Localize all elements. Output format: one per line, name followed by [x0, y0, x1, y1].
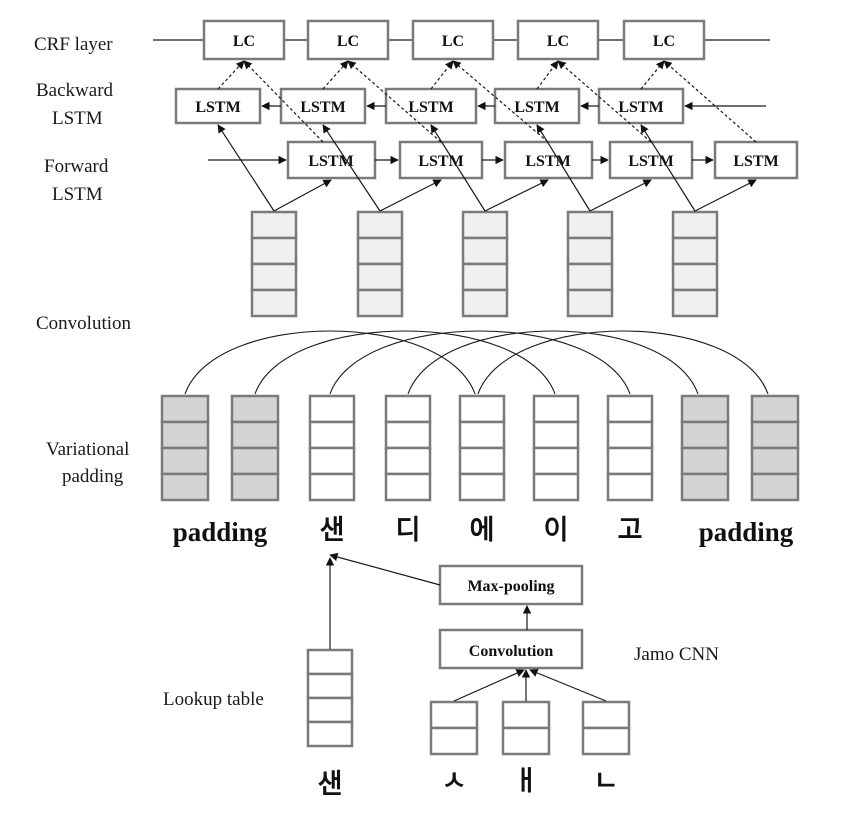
convolution-output-columns: [250, 210, 719, 318]
backward-lstm-label-line2: LSTM: [52, 108, 103, 129]
conv-output-column: [671, 210, 719, 318]
backward-lstm-node: LSTM: [279, 87, 367, 125]
char-column: [606, 394, 654, 502]
forward-lstm-node: LSTM: [713, 140, 799, 180]
forward-lstm-node-label: LSTM: [418, 153, 463, 170]
variational-padding-label-line2: padding: [62, 466, 124, 487]
char-column: [384, 394, 432, 502]
token-row: padding 샌 디 에 이 고 padding: [173, 515, 794, 547]
backward-lstm-node: LSTM: [597, 87, 685, 125]
lookup-embedding-column: [306, 648, 354, 748]
token-char: 고: [618, 515, 643, 546]
token-char: 디: [396, 515, 421, 546]
crf-node: LC: [411, 19, 495, 61]
crf-node-label: LC: [653, 33, 675, 50]
backward-lstm-node: LSTM: [384, 87, 478, 125]
crf-node-label: LC: [233, 33, 255, 50]
jamo-char: ㅅ: [442, 766, 467, 797]
lstm-to-crf-connections: [217, 60, 757, 143]
lookup-char: 샌: [318, 769, 343, 800]
jamo-convolution-box: Convolution: [438, 628, 584, 670]
pool-to-token-arrow: [329, 552, 441, 586]
crf-node: LC: [306, 19, 390, 61]
crf-node-label: LC: [547, 33, 569, 50]
crf-layer-label: CRF layer: [34, 34, 113, 55]
forward-lstm-node: LSTM: [503, 140, 594, 180]
backward-lstm-node: LSTM: [174, 87, 262, 125]
padding-column: [750, 394, 800, 502]
padding-column: [230, 394, 280, 502]
jamo-convolution-label: Convolution: [469, 643, 554, 660]
backward-lstm-node: LSTM: [493, 87, 581, 125]
jamo-cnn: Max-pooling Convolution ㅅ ㅐ ㄴ: [329, 552, 631, 797]
jamo-embedding-column: [501, 700, 551, 756]
forward-lstm-node-label: LSTM: [308, 153, 353, 170]
padding-column: [680, 394, 730, 502]
lookup-table: 샌: [306, 557, 354, 800]
backward-lstm-node-label: LSTM: [618, 99, 663, 116]
conv-output-column: [566, 210, 614, 318]
convolution-label: Convolution: [36, 313, 132, 334]
jamo-to-conv-arrow: [453, 669, 525, 702]
convolution-arcs: [184, 330, 769, 395]
token-padding-left: padding: [173, 517, 268, 547]
token-char: 에: [470, 515, 495, 546]
backward-lstm-node-label: LSTM: [195, 99, 240, 116]
crf-node: LC: [516, 19, 600, 61]
jamo-cnn-label: Jamo CNN: [634, 644, 719, 665]
crf-node-label: LC: [442, 33, 464, 50]
conv-output-column: [250, 210, 298, 318]
token-char: 이: [544, 515, 569, 546]
padding-column: [160, 394, 210, 502]
forward-lstm-node: LSTM: [398, 140, 484, 180]
forward-lstm-node-label: LSTM: [733, 153, 778, 170]
crf-node: LC: [202, 19, 286, 61]
forward-lstm-node-label: LSTM: [525, 153, 570, 170]
crf-node-label: LC: [337, 33, 359, 50]
crf-node: LC: [622, 19, 706, 61]
max-pooling-label: Max-pooling: [467, 578, 554, 595]
max-pooling-box: Max-pooling: [438, 564, 584, 606]
jamo-char: ㄴ: [594, 766, 619, 797]
lookup-table-label: Lookup table: [163, 689, 264, 710]
char-column: [458, 394, 506, 502]
forward-lstm-node-label: LSTM: [628, 153, 673, 170]
conv-output-column: [461, 210, 509, 318]
backward-lstm-layer: LSTM LSTM LSTM LSTM LSTM: [174, 87, 766, 125]
forward-lstm-label-line2: LSTM: [52, 184, 103, 205]
jamo-to-conv-arrow: [529, 668, 607, 702]
variational-padding-columns: [160, 394, 800, 502]
conv-to-lstm-connections: [217, 124, 757, 212]
variational-padding-label-line1: Variational: [46, 439, 129, 460]
jamo-embedding-column: [581, 700, 631, 756]
jamo-char: ㅐ: [514, 766, 539, 797]
forward-lstm-node: LSTM: [286, 140, 377, 180]
backward-lstm-node-label: LSTM: [408, 99, 453, 116]
forward-lstm-label-line1: Forward: [44, 156, 109, 177]
backward-lstm-label-line1: Backward: [36, 80, 114, 101]
backward-lstm-node-label: LSTM: [514, 99, 559, 116]
conv-output-column: [356, 210, 404, 318]
token-char: 샌: [320, 515, 345, 546]
token-padding-right: padding: [699, 517, 794, 547]
crf-layer: LC LC LC LC LC: [202, 19, 706, 61]
forward-lstm-layer: LSTM LSTM LSTM LSTM LSTM: [208, 140, 799, 180]
forward-lstm-node: LSTM: [608, 140, 694, 180]
backward-lstm-node-label: LSTM: [300, 99, 345, 116]
jamo-embedding-column: [429, 700, 479, 756]
char-column: [308, 394, 356, 502]
char-column: [532, 394, 580, 502]
